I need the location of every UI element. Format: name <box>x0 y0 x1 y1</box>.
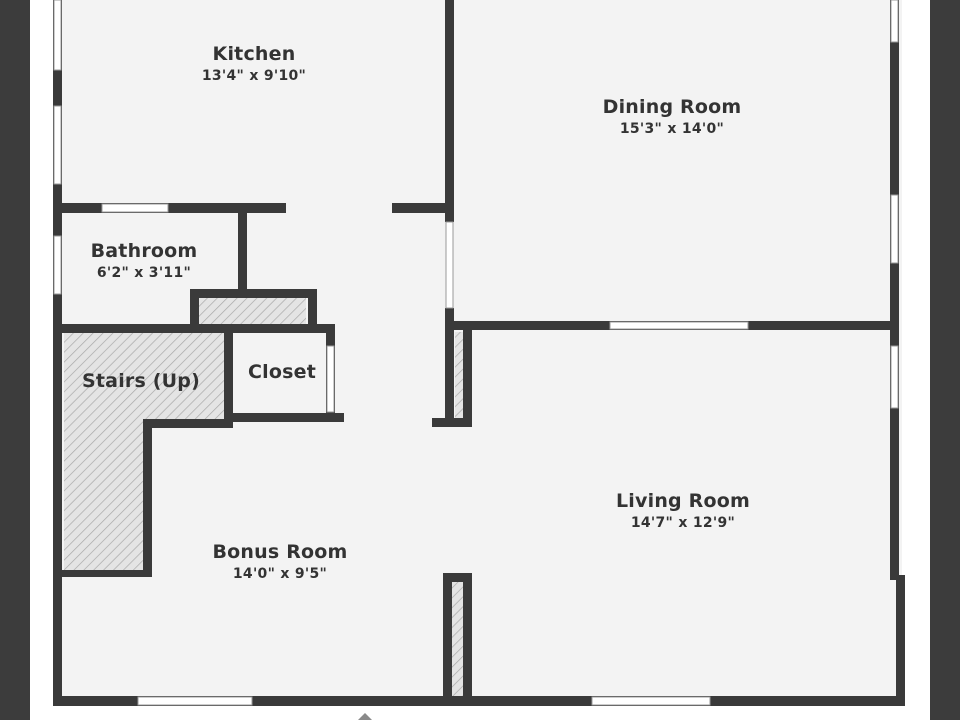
left-side-sliver <box>0 0 30 720</box>
kitchen-label: Kitchen 13'4" x 9'10" <box>202 43 306 84</box>
column-hatch-lower <box>452 580 464 696</box>
floor-plan-card: Kitchen 13'4" x 9'10" Dining Room 15'3" … <box>30 0 930 720</box>
column-hatch-upper <box>455 332 465 420</box>
stairs-label: Stairs (Up) <box>82 370 200 392</box>
bonus-room-label: Bonus Room 14'0" x 9'5" <box>212 541 347 582</box>
bonus-room-name: Bonus Room <box>212 541 348 563</box>
living-room-name: Living Room <box>616 490 750 512</box>
floor-plan-drawing <box>53 0 905 706</box>
bonus-room-dimensions: 14'0" x 9'5" <box>232 566 328 582</box>
windows <box>53 0 899 706</box>
bathroom-name: Bathroom <box>90 240 198 262</box>
dining-room-name: Dining Room <box>602 96 742 118</box>
caret-up-icon[interactable] <box>358 713 372 720</box>
chimney-hatch <box>198 298 306 324</box>
living-room-dimensions: 14'7" x 12'9" <box>630 515 736 531</box>
dining-room-dimensions: 15'3" x 14'0" <box>619 121 725 137</box>
dining-room-label: Dining Room 15'3" x 14'0" <box>603 96 742 137</box>
bathroom-label: Bathroom 6'2" x 3'11" <box>91 240 198 281</box>
closet-label: Closet <box>248 361 316 383</box>
right-side-sliver <box>930 0 960 720</box>
kitchen-dimensions: 13'4" x 9'10" <box>201 68 307 84</box>
bathroom-dimensions: 6'2" x 3'11" <box>96 265 192 281</box>
closet-name: Closet <box>248 361 316 383</box>
stairs-name: Stairs (Up) <box>82 370 200 392</box>
kitchen-name: Kitchen <box>212 43 296 65</box>
living-room-label: Living Room 14'7" x 12'9" <box>616 490 750 531</box>
